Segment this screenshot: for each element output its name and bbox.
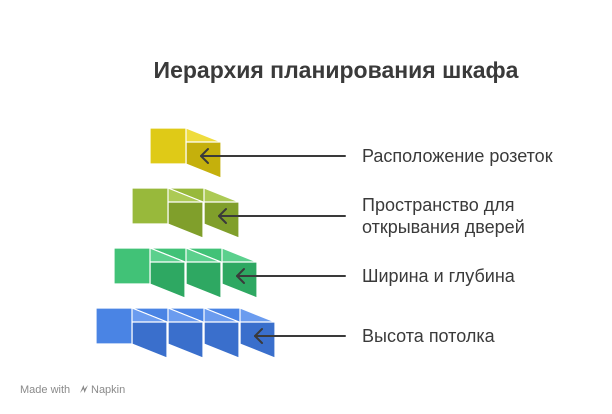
cube [131, 187, 204, 239]
napkin-logo-icon [80, 385, 88, 393]
arrow-icon [236, 268, 346, 284]
cube-level-3 [113, 247, 258, 299]
arrow-icon [200, 148, 346, 164]
cube-level-2 [131, 187, 240, 239]
level-label-line: Пространство для [362, 195, 515, 215]
cube [113, 247, 186, 299]
diagram-title: Иерархия планирования шкафа [154, 57, 519, 83]
level-label-4: Высота потолка [362, 326, 496, 346]
level-label-line: Расположение розеток [362, 146, 553, 166]
cube-front-face [95, 307, 133, 345]
arrow-icon [218, 208, 346, 224]
cube-level-4 [95, 307, 276, 359]
level-label-line: открывания дверей [362, 217, 525, 237]
level-label-1: Расположение розеток [362, 146, 553, 166]
cube-front-face [131, 187, 169, 225]
footer-watermark: Made with Napkin [20, 384, 125, 396]
cube-front-face [149, 127, 187, 165]
level-label-line: Высота потолка [362, 326, 496, 346]
cube [95, 307, 168, 359]
cube-front-face [113, 247, 151, 285]
cube-level-1 [149, 127, 222, 179]
footer-brand: Napkin [91, 384, 125, 396]
cube [149, 127, 222, 179]
cube-pyramid [95, 127, 276, 359]
arrow-icon [254, 328, 346, 344]
footer-made-with: Made with [20, 384, 70, 396]
level-label-line: Ширина и глубина [362, 266, 516, 286]
level-label-3: Ширина и глубина [362, 266, 516, 286]
